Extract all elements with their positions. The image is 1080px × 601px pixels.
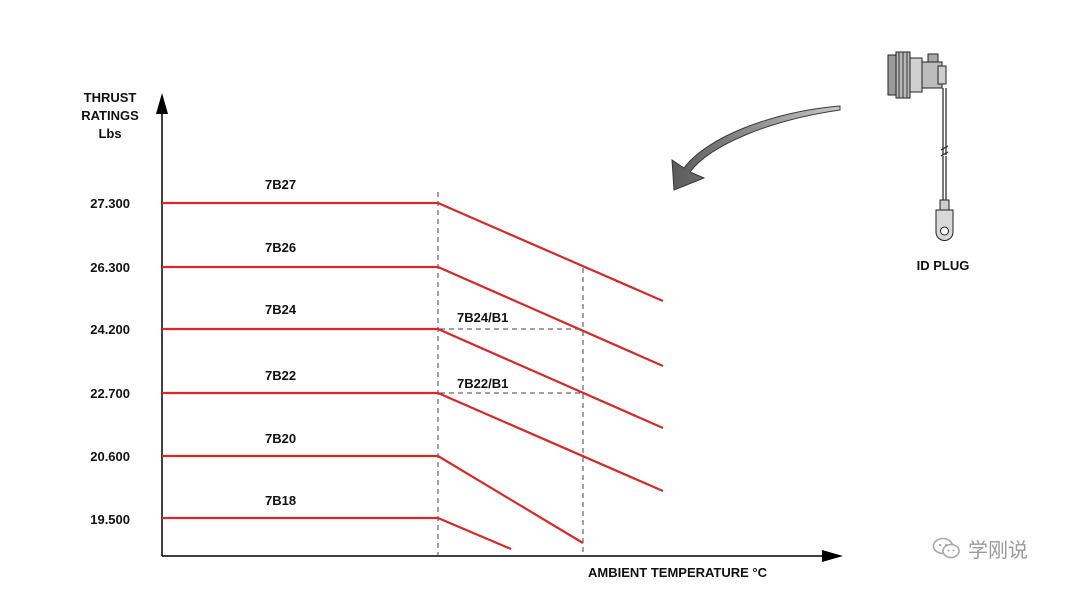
y-tick-label: 19.500 — [90, 512, 130, 527]
id-plug-icon — [887, 51, 954, 241]
series-label-7b24: 7B24 — [265, 302, 297, 317]
annotation-7b22-b1: 7B22/B1 — [457, 376, 508, 391]
y-tick-labels: 27.300 26.300 24.200 22.700 20.600 19.50… — [90, 196, 130, 527]
series-label-7b18: 7B18 — [265, 493, 296, 508]
y-axis-title-line-3: Lbs — [98, 126, 121, 141]
series-label-7b27: 7B27 — [265, 177, 296, 192]
y-axis-title-line-2: RATINGS — [81, 108, 139, 123]
series-label-7b26: 7B26 — [265, 240, 296, 255]
y-tick-label: 20.600 — [90, 449, 130, 464]
y-tick-label: 26.300 — [90, 260, 130, 275]
y-tick-label: 27.300 — [90, 196, 130, 211]
chat-bubble-icon — [932, 537, 960, 558]
x-axis-arrowhead — [822, 550, 843, 562]
x-axis-title: AMBIENT TEMPERATURE °C — [588, 565, 768, 580]
series-labels: 7B27 7B26 7B24 7B22 7B20 7B18 7B24/B1 7B… — [265, 177, 508, 508]
y-tick-label: 22.700 — [90, 386, 130, 401]
watermark: 学刚说 — [932, 534, 1028, 563]
rating-line-7b24 — [162, 327, 664, 430]
watermark-text: 学刚说 — [968, 538, 1028, 562]
series-label-7b20: 7B20 — [265, 431, 296, 446]
y-axis-title-line-1: THRUST — [84, 90, 137, 105]
annotation-7b24-b1: 7B24/B1 — [457, 310, 508, 325]
y-axis-arrowhead — [156, 93, 168, 114]
rating-line-7b27 — [162, 201, 664, 303]
rating-lines — [162, 201, 664, 551]
curved-arrow-icon — [671, 105, 841, 191]
rating-line-7b18 — [162, 516, 512, 551]
rating-line-7b26 — [162, 265, 664, 368]
rating-line-7b20 — [162, 454, 584, 544]
series-label-7b22: 7B22 — [265, 368, 296, 383]
id-plug-label: ID PLUG — [917, 258, 970, 273]
rating-line-7b22 — [162, 391, 664, 493]
y-tick-label: 24.200 — [90, 322, 130, 337]
